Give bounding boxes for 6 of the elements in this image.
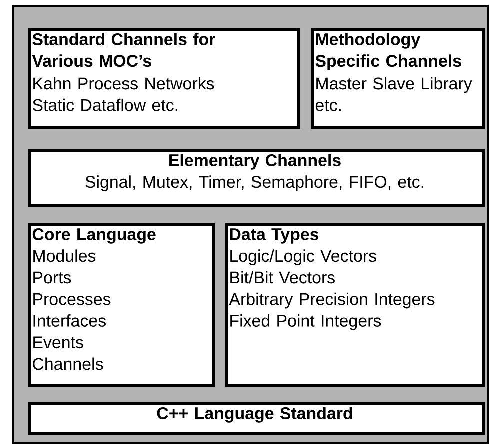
layer-box: Data Types Logic/Logic Vectors Bit/Bit Vectors Arbitrary Precision Integers Fixed Point Integers: [225, 223, 486, 388]
layer-box: Elementary Channels Signal, Mutex, Timer, Semaphore, FIFO, etc.: [28, 149, 486, 208]
layer-box: Core Language Modules Ports Processes Interfaces Events Channels: [28, 223, 216, 388]
layer-box: Standard Channels for Various MOC’s Kahn Process Networks Static Dataflow etc.: [28, 28, 300, 130]
layer-box: C++ Language Standard: [28, 402, 486, 436]
layer-box: Methodology Specific Channels Master Slave Library etc.: [311, 28, 486, 130]
